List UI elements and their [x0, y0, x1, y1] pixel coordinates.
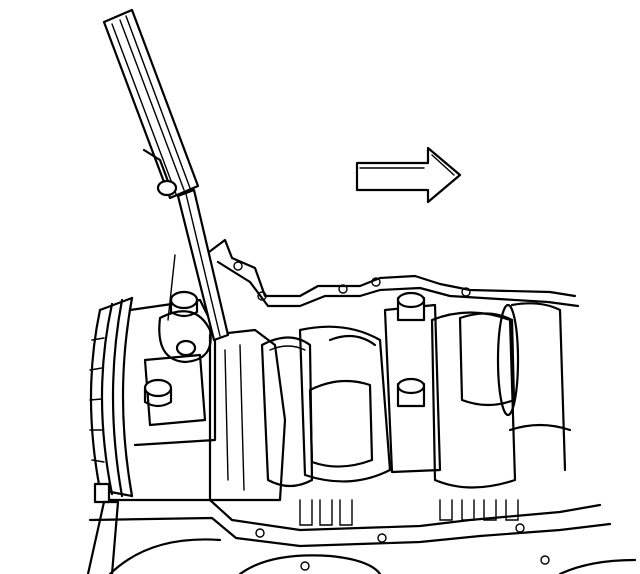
pry-bar [102, 8, 230, 342]
leader-lines [167, 254, 176, 321]
crankshaft [208, 291, 572, 526]
direction-arrow [355, 146, 462, 204]
engine-block [88, 238, 637, 574]
front-bearing-cap [128, 290, 217, 447]
crankshaft-pulley [86, 296, 134, 574]
